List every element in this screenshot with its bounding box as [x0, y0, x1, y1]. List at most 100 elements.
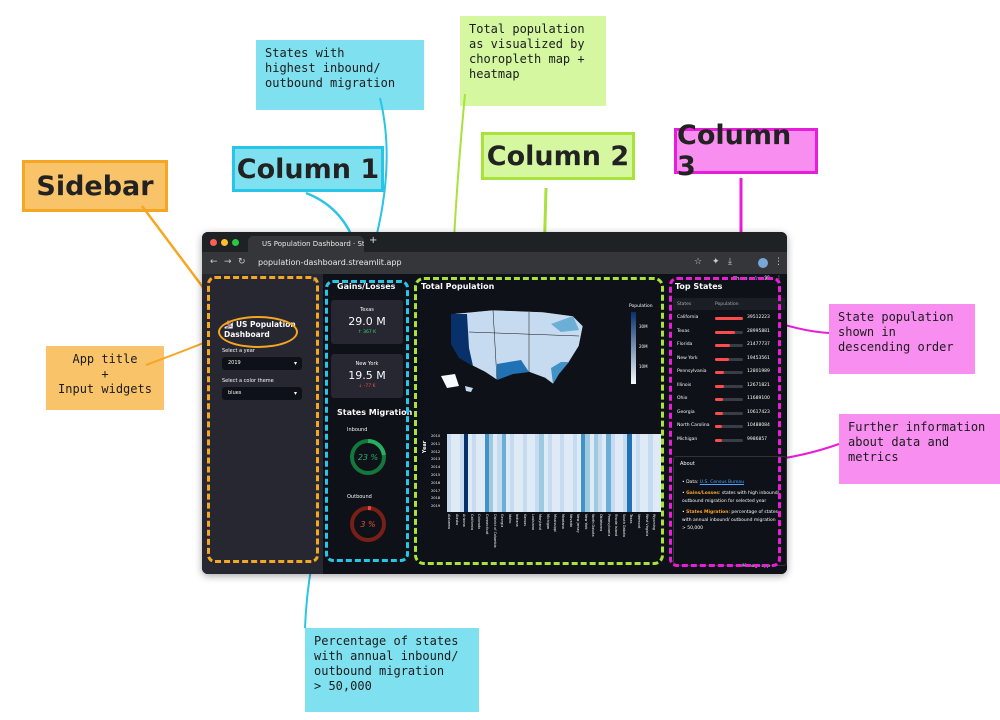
heatmap-column — [451, 434, 456, 512]
row-population: 10617423 — [747, 409, 770, 415]
heatmap-column — [543, 434, 548, 512]
heatmap-year: 2013 — [431, 457, 441, 462]
close-window-dot[interactable] — [210, 239, 217, 246]
outbound-donut: 3 % — [350, 506, 386, 542]
heatmap-column — [514, 434, 519, 512]
heatmap-year: 2017 — [431, 488, 441, 493]
heatmap-column — [522, 434, 527, 512]
col-population: Population — [715, 302, 739, 307]
row-population: 11689100 — [747, 396, 770, 401]
note-state-population: State population shown in descending ord… — [829, 304, 975, 374]
column1-label: Column 1 — [232, 146, 384, 192]
extensions-icon[interactable]: ✦ — [712, 257, 720, 267]
gains-losses-header: Gains/Losses — [337, 282, 396, 291]
heatmap-column — [493, 434, 498, 512]
row-state: California — [677, 315, 699, 320]
heatmap-year: 2019 — [431, 504, 441, 509]
inbound-donut: 23 % — [350, 439, 386, 475]
heatmap-column — [472, 434, 477, 512]
heatmap-column — [526, 434, 532, 512]
new-tab-icon[interactable]: + — [369, 235, 378, 246]
row-bar — [715, 330, 735, 334]
row-state: New York — [677, 355, 698, 361]
heatmap-year: 2016 — [431, 480, 441, 485]
profile-avatar[interactable] — [758, 258, 768, 268]
year-select[interactable]: 2019▾ — [222, 357, 302, 370]
row-population: 12671821 — [747, 382, 770, 388]
census-link[interactable]: U.S. Census Bureau — [699, 480, 745, 485]
maximize-window-dot[interactable] — [232, 239, 239, 246]
heatmap-column — [581, 434, 586, 512]
chevron-down-icon: ▾ — [293, 390, 297, 397]
row-bar — [715, 344, 730, 347]
heatmap-column — [480, 434, 485, 512]
heatmap-column — [509, 434, 515, 512]
row-state: Texas — [677, 328, 690, 334]
about-data: • Data: U.S. Census Bureau — [682, 480, 745, 485]
heatmap-column — [589, 434, 595, 512]
metric-state: Texas — [360, 307, 374, 313]
theme-label: Select a color theme — [222, 378, 274, 384]
heatmap-column — [598, 434, 603, 512]
theme-select[interactable]: blues▾ — [222, 387, 302, 400]
heatmap-column — [539, 434, 544, 512]
note-app-title: App title + Input widgets — [46, 346, 164, 410]
row-state: North Carolina — [677, 423, 710, 428]
address-bar: ← → ↻ population-dashboard.streamlit.app… — [202, 252, 787, 274]
row-bar-track — [715, 371, 743, 374]
heatmap-column — [560, 434, 565, 512]
minimize-window-dot[interactable] — [221, 239, 228, 246]
heatmap-column — [505, 434, 511, 512]
heatmap-year: 2012 — [431, 449, 441, 454]
table-row: Ohio 11689100 — [673, 393, 777, 407]
row-bar — [715, 425, 722, 428]
row-state: Florida — [677, 342, 693, 347]
top-states-header: Top States — [675, 282, 723, 291]
star-icon[interactable]: ☆ — [694, 257, 703, 267]
row-bar-track — [715, 411, 743, 415]
legend-title: Population — [629, 304, 653, 309]
map-legend: Population 30M 20M 10M — [629, 304, 659, 394]
note-percentage: Percentage of states with annual inbound… — [305, 628, 479, 712]
chevron-down-icon: ▾ — [293, 360, 297, 367]
row-state: Ohio — [677, 396, 688, 401]
menu-icon[interactable]: ⋮ — [774, 257, 783, 267]
forward-icon[interactable]: → — [224, 257, 232, 267]
heatmap-column — [577, 434, 582, 512]
heatmap-column — [614, 434, 620, 512]
total-population-header: Total Population — [421, 282, 495, 291]
heatmap-column — [564, 434, 569, 512]
reload-icon[interactable]: ↻ — [238, 257, 246, 267]
browser-tab[interactable]: US Population Dashboard · Str — [248, 236, 364, 252]
heatmap-column — [593, 434, 599, 512]
legend-colorbar — [631, 312, 636, 384]
states-migration-header: States Migration — [337, 408, 413, 417]
inbound-percent: 23 % — [358, 453, 378, 462]
download-icon[interactable]: ⤓ — [728, 257, 732, 267]
heatmap-year: 2011 — [431, 441, 441, 446]
menu-icon[interactable]: ⋮ — [776, 275, 782, 282]
heatmap-column — [476, 434, 481, 512]
row-bar-track — [715, 398, 743, 401]
note-further-info: Further information about data and metri… — [839, 414, 1000, 484]
heatmap-column — [484, 434, 490, 512]
column1-outline — [325, 280, 409, 562]
heatmap-column — [635, 434, 641, 512]
row-bar — [715, 438, 722, 442]
url-field[interactable]: population-dashboard.streamlit.app — [258, 258, 402, 267]
heatmap-column — [606, 434, 611, 512]
metric-card-gain: Texas 29.0 M ↑ 367 K — [331, 300, 403, 344]
heatmap-column — [459, 434, 464, 512]
app-main: Gains/Losses Texas 29.0 M ↑ 367 K New Yo… — [323, 274, 787, 574]
heatmap-year: 2010 — [431, 434, 441, 438]
heatmap-column — [568, 434, 574, 512]
tab-bar: US Population Dashboard · Str + — [202, 232, 787, 252]
back-icon[interactable]: ← — [210, 257, 218, 267]
row-bar — [715, 371, 724, 374]
column2-outline — [414, 277, 664, 565]
